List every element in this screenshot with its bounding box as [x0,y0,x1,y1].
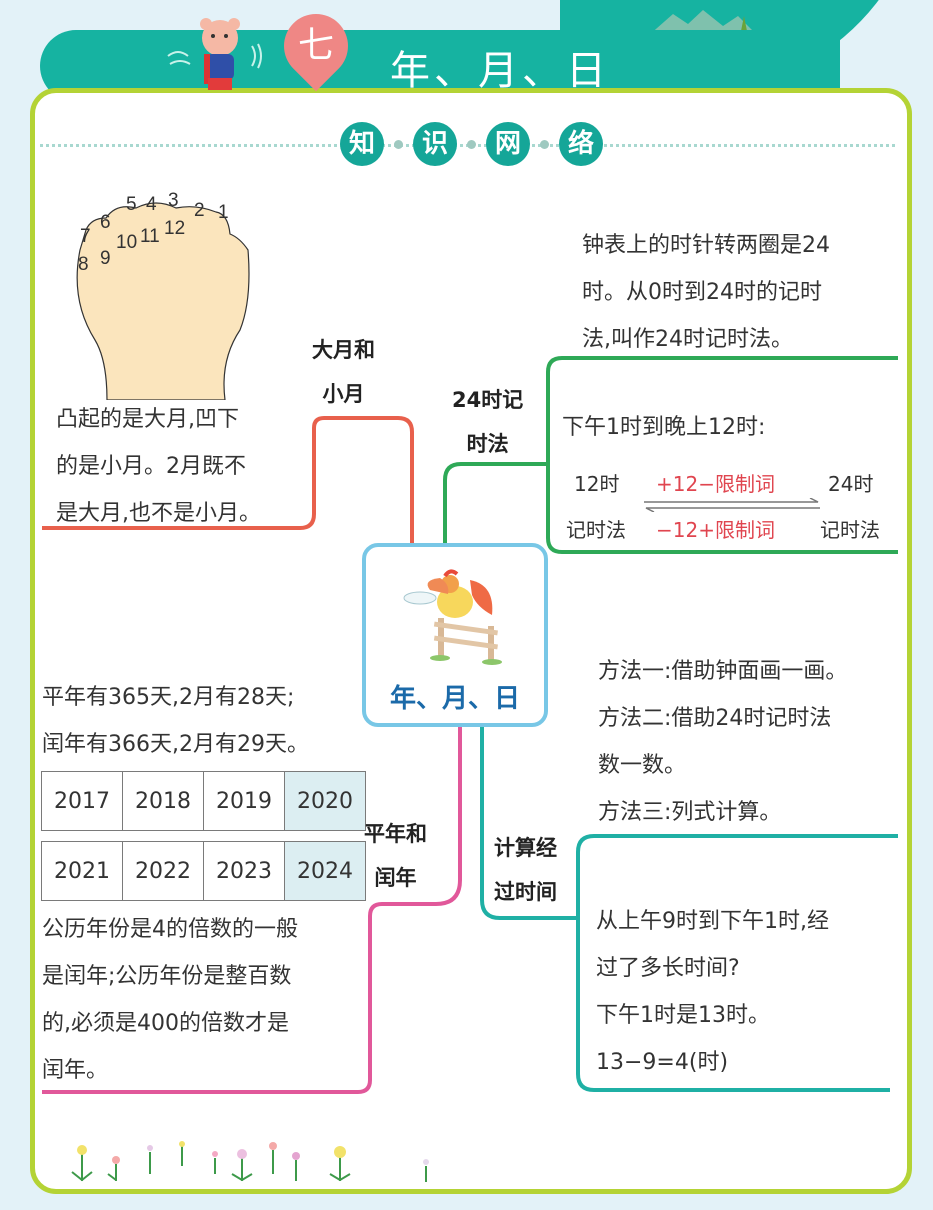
year-cell: 2017 [41,771,123,831]
svg-text:5: 5 [126,194,137,215]
dot-separator [394,139,403,149]
section-heading: 知 识 网 络 [340,122,603,166]
leap-year-rule-text: 公历年份是4的倍数的一般 是闰年;公历年份是整百数 的,必须是400的倍数才是 … [42,917,298,1083]
backward-rule: −12+限制词 [656,518,775,542]
years-table: 2017 2018 2019 2020 2021 2022 2023 2024 [41,771,366,901]
table-row: 2017 2018 2019 2020 [41,771,366,831]
year-cell: 2019 [203,771,285,831]
branch-label-big-small-month: 大月和 小月 [312,338,375,406]
svg-text:4: 4 [146,194,157,215]
heading-badge: 网 [486,122,530,166]
svg-text:9: 9 [100,248,111,269]
elapsed-time-methods: 方法一:借助钟面画一画。 方法二:借助24时记时法 数一数。 方法三:列式计算。 [598,659,848,825]
double-arrow-icon [644,498,820,512]
hour24-intro-text: 钟表上的时针转两圈是24 时。从0时到24时的记时 法,叫作24时记时法。 [582,233,830,352]
svg-text:3: 3 [168,190,179,211]
elapsed-time-example: 从上午9时到下午1时,经 过了多长时间? 下午1时是13时。 13−9=4(时) [596,909,829,1075]
page-title: 年、月、日 [390,48,610,94]
year-cell: 2022 [122,841,204,901]
rooster-on-fence-icon [403,569,502,665]
branch-label-24-hour: 24时记 时法 [452,388,524,456]
dot-separator [467,139,476,149]
superhero-bear-icon [167,18,262,90]
year-cell: 2023 [203,841,285,901]
svg-text:8: 8 [78,254,89,275]
svg-text:10: 10 [116,232,137,253]
fist-number: 1 [218,202,229,223]
heading-badge: 络 [559,122,603,166]
fist-number: 2 [194,200,205,221]
branch-label-elapsed-time: 计算经 过时间 [494,836,557,904]
table-row: 2021 2022 2023 2024 [41,841,366,901]
year-cell: 2018 [122,771,204,831]
heading-badge: 识 [413,122,457,166]
svg-text:6: 6 [100,212,111,233]
svg-text:11: 11 [140,226,160,247]
leap-year-cell: 2020 [284,771,366,831]
dot-separator [540,139,549,149]
hour24-conversion: 12时 记时法 +12−限制词 −12+限制词 24时 记时法 [566,468,896,548]
leap-year-facts: 平年有365天,2月有28天; 闰年有366天,2月有29天。 [42,685,309,757]
forward-rule: +12−限制词 [656,472,775,496]
svg-text:7: 7 [80,226,91,247]
heading-badge: 知 [340,122,384,166]
big-small-month-text: 凸起的是大月,凹下 的是小月。2月既不 是大月,也不是小月。 [56,407,261,526]
center-node-title: 年、月、日 [389,684,520,714]
branch-label-leap-year: 平年和 闰年 [364,822,427,890]
year-cell: 2021 [41,841,123,901]
chapter-number: 七 [297,25,334,66]
leap-year-cell: 2024 [284,841,366,901]
hour24-range-text: 下午1时到晚上12时: [562,415,766,440]
flowers-decoration-icon [71,1141,429,1182]
svg-text:12: 12 [164,218,185,239]
